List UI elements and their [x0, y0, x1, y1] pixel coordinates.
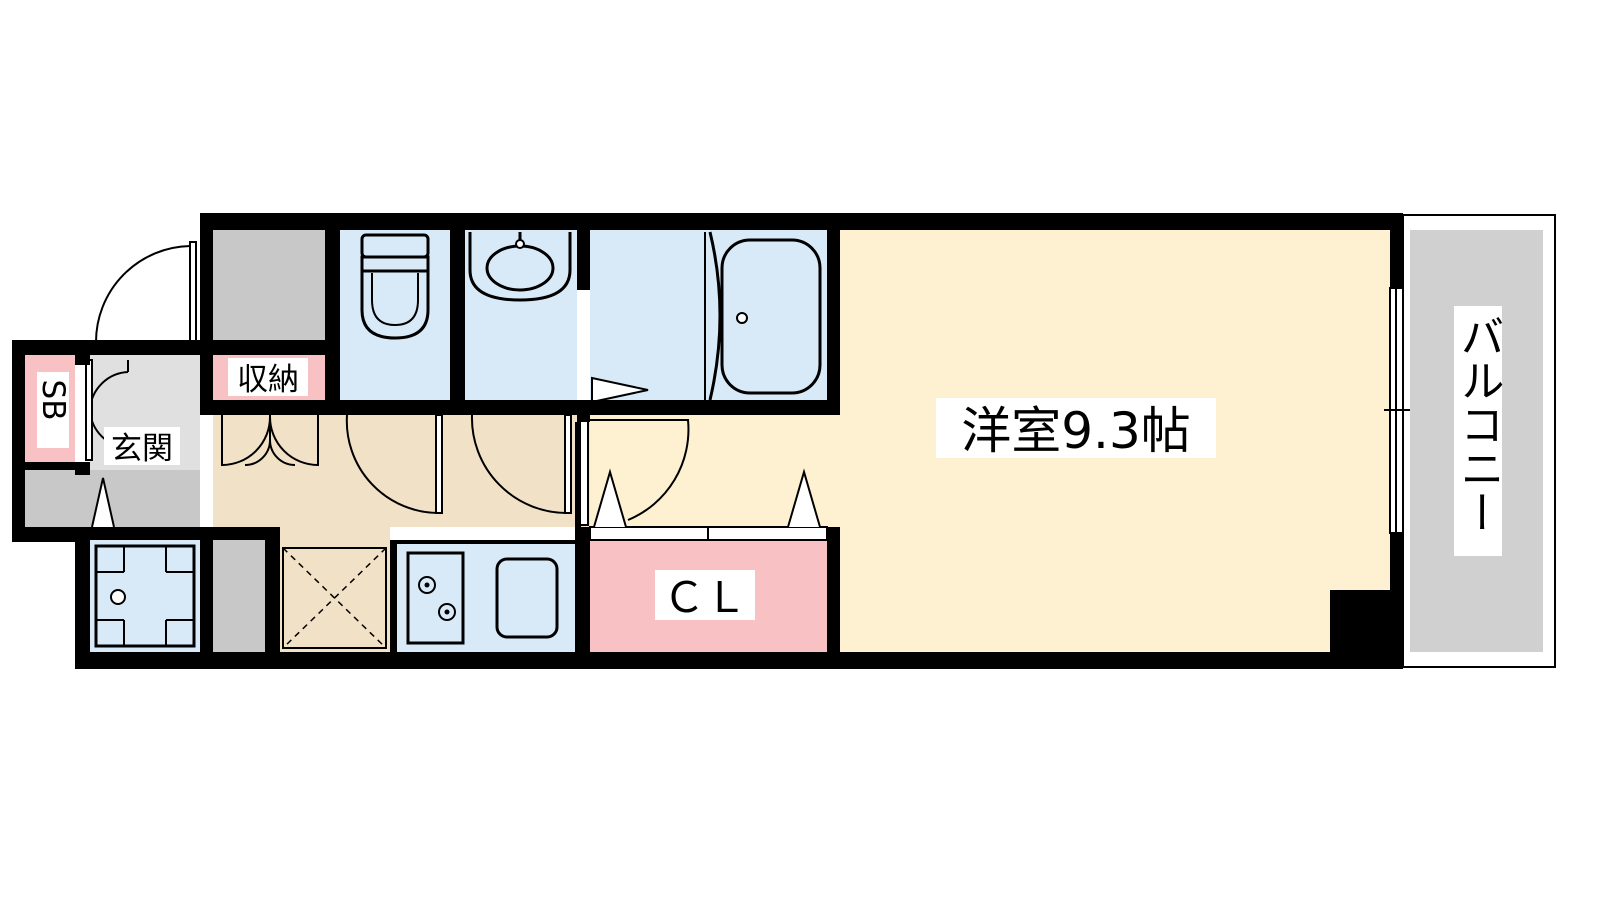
floor-fills — [25, 214, 1556, 668]
entrance-label-bg — [104, 427, 180, 465]
front-door — [95, 241, 197, 343]
shoe-box-label: SB — [35, 380, 71, 421]
closet-label-bg — [655, 570, 755, 620]
entrance-step-triangle — [91, 477, 115, 528]
gray-storage-bottom — [213, 540, 265, 652]
balcony-window — [1384, 287, 1410, 534]
fixtures — [94, 231, 822, 649]
bathtub-icon — [704, 231, 822, 401]
kitchen-sink-icon — [495, 557, 559, 639]
closet-label: ＣＬ — [663, 573, 747, 622]
kitchen-floor — [397, 540, 575, 652]
western-room-label: 洋室9.3帖 — [961, 402, 1191, 460]
balcony-label-bg — [1454, 306, 1502, 556]
storage-label: 収納 — [237, 362, 299, 398]
refrigerator-space-icon — [282, 547, 387, 649]
corridor-floor — [213, 415, 590, 527]
storage-label-bg — [228, 358, 308, 396]
shoe-box-door-panel — [85, 359, 93, 461]
entrance-label: 玄関 — [111, 431, 173, 467]
washroom-floor — [465, 230, 577, 400]
laundry-floor — [90, 540, 200, 652]
sink-icon — [468, 232, 572, 302]
room-labels: 洋室9.3帖 ＣＬ 収納 玄関 SB バルコニー — [35, 306, 1504, 622]
balcony-label: バルコニー — [1453, 314, 1504, 534]
stove-icon — [406, 551, 465, 645]
corridor-floor-lower — [280, 527, 390, 652]
storage-door — [221, 415, 319, 467]
toilet-icon — [360, 233, 430, 340]
doors — [85, 241, 1410, 541]
shoe-box-label-bg — [37, 372, 69, 448]
walls — [12, 213, 1403, 669]
bath-door-triangle — [591, 376, 649, 404]
washing-machine-icon — [94, 544, 196, 648]
bathroom-floor — [590, 230, 827, 400]
western-room-label-bg — [936, 398, 1216, 458]
gray-storage-top — [213, 230, 325, 340]
